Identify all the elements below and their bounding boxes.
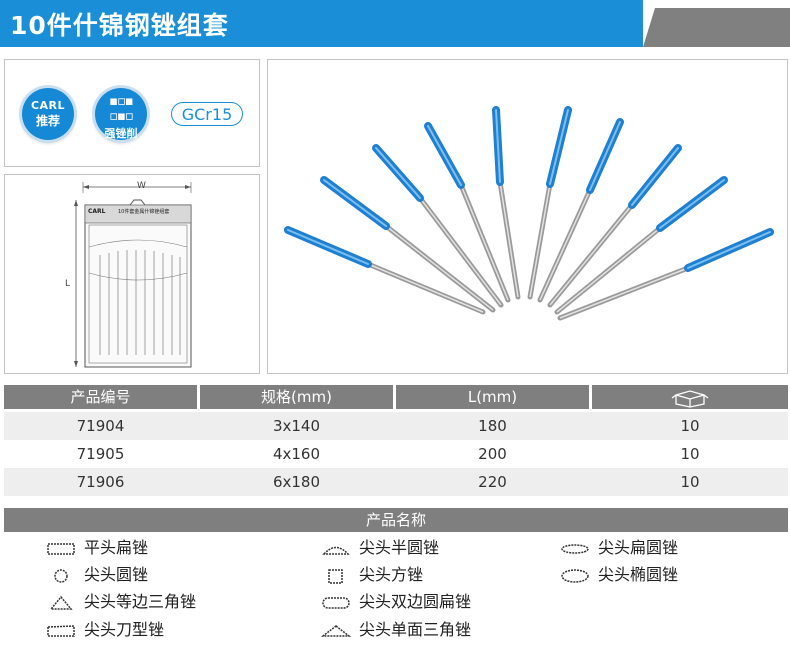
half-round-file-icon (322, 546, 350, 555)
file-name-label: 尖头扁圆锉 (598, 538, 679, 557)
title-bar-accent (643, 8, 790, 47)
file-handle-highlight (287, 229, 369, 265)
metal-chips-icon: ▪▫▪▫▪▫ (109, 94, 133, 124)
cell-length: 200 (478, 445, 507, 463)
file-blade-highlight (539, 189, 591, 301)
cell-quantity: 10 (680, 473, 700, 491)
list-item: 尖头双边圆扁锉 (321, 590, 471, 614)
col-header-code: 产品编号 (4, 385, 197, 409)
file-handle-highlight (631, 147, 679, 206)
cell-code: 71904 (76, 417, 125, 435)
double-round-edge-file-icon (322, 596, 350, 609)
file-name-label: 尖头椭圆锉 (598, 565, 679, 584)
file-name-label: 尖头等边三角锉 (84, 592, 197, 611)
cell-code: 71905 (76, 445, 125, 463)
file-handle-highlight (549, 109, 569, 185)
title-bar (0, 0, 643, 47)
file-name-label: 尖头圆锉 (84, 565, 149, 584)
single-triangle-file-icon (320, 624, 352, 637)
list-item: 尖头圆锉 (46, 563, 148, 587)
file-handle-highlight (687, 231, 771, 269)
list-item: 尖头扁圆锉 (560, 536, 678, 560)
cell-spec: 3x140 (272, 417, 321, 435)
file-blade-highlight (559, 267, 689, 319)
list-item: 尖头单面三角锉 (320, 618, 472, 642)
list-item: 尖头椭圆锉 (560, 563, 678, 587)
file-blade-highlight (529, 183, 551, 298)
list-item: 尖头等边三角锉 (46, 590, 196, 614)
width-mark: W (137, 181, 146, 191)
file-name-label: 尖头刀型锉 (84, 620, 165, 639)
triangle-file-icon (49, 595, 73, 610)
cell-code: 71906 (76, 473, 125, 491)
package-drawing (74, 182, 192, 368)
table-row (4, 468, 788, 496)
list-item: 尖头方锉 (321, 563, 423, 587)
cell-quantity: 10 (680, 445, 700, 463)
knife-file-icon (47, 624, 75, 637)
file-set-photo (284, 106, 774, 321)
product-names-heading: 产品名称 (4, 508, 788, 532)
material-badge: GCr15 (171, 102, 243, 126)
file-handle-highlight (589, 121, 621, 191)
round-file-icon (54, 568, 68, 583)
file-handle-highlight (375, 147, 421, 199)
package-label: 10件套金属什锦锉组套 (118, 209, 170, 215)
file-blade-highlight (549, 204, 633, 306)
list-item: 尖头刀型锉 (46, 618, 164, 642)
cell-length: 180 (478, 417, 507, 435)
list-item: 平头扁锉 (46, 536, 148, 560)
file-name-label: 尖头半圆锉 (359, 538, 440, 557)
file-blade-highlight (367, 263, 484, 313)
file-blade-highlight (556, 227, 661, 313)
carl-recommend-badge: CARL 推荐 (22, 88, 74, 140)
file-handle-highlight (427, 125, 462, 186)
file-handle-highlight (495, 109, 501, 183)
cell-spec: 6x180 (272, 473, 321, 491)
page-title: 10件什锦钢锉组套 (10, 11, 229, 40)
file-blade-highlight (419, 197, 502, 306)
flat-file-icon (47, 542, 75, 555)
col-header-spec: 规格(mm) (200, 385, 393, 409)
file-blade-highlight (460, 184, 509, 301)
file-name-label: 尖头双边圆扁锉 (359, 592, 472, 611)
file-handle-highlight (323, 179, 387, 227)
oval-file-icon (561, 568, 589, 583)
carl-badge-text: 推荐 (35, 114, 60, 128)
square-file-icon (328, 568, 343, 584)
flat-oval-file-icon (561, 543, 589, 554)
product-photo-panel (267, 59, 788, 374)
box-icon (671, 389, 709, 408)
file-blade-highlight (499, 181, 519, 298)
file-name-label: 尖头单面三角锉 (359, 620, 472, 639)
carl-badge-brand: CARL (30, 99, 66, 112)
strong-filing-label: 强锉削 (104, 127, 138, 140)
file-name-label: 平头扁锉 (84, 538, 149, 557)
file-blade-highlight (385, 225, 494, 311)
file-name-label: 尖头方锉 (359, 565, 424, 584)
table-row (4, 412, 788, 440)
strong-filing-badge: ▪▫▪▫▪▫ 强锉削 (95, 88, 147, 140)
length-mark: L (65, 279, 71, 289)
package-brand: CARL (88, 208, 106, 215)
col-header-length: L(mm) (396, 385, 589, 409)
cell-quantity: 10 (680, 417, 700, 435)
file-handle-highlight (659, 179, 725, 229)
list-item: 尖头半圆锉 (321, 536, 439, 560)
package-drawing-panel (4, 174, 260, 374)
cell-length: 220 (478, 473, 507, 491)
cell-spec: 4x160 (272, 445, 321, 463)
col-header-quantity (592, 385, 788, 409)
